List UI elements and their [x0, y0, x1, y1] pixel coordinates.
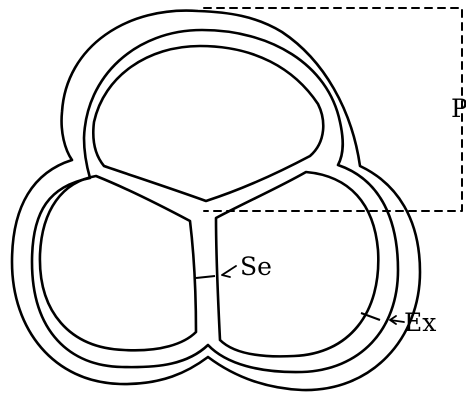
chamber-top: [92, 44, 325, 203]
inner-wall: [30, 28, 400, 374]
septum-pointer-line: [195, 275, 216, 279]
label-p: P: [451, 94, 466, 123]
dashed-region-p: [203, 7, 463, 212]
label-se: Se: [240, 252, 272, 281]
chamber-left: [38, 174, 198, 352]
ex-arrow-icon: [389, 315, 405, 325]
exine-pointer-line: [360, 312, 381, 321]
label-ex: Ex: [404, 308, 436, 337]
outer-wall: [10, 9, 422, 392]
chamber-right: [214, 170, 380, 358]
se-arrow-icon: [221, 265, 237, 278]
